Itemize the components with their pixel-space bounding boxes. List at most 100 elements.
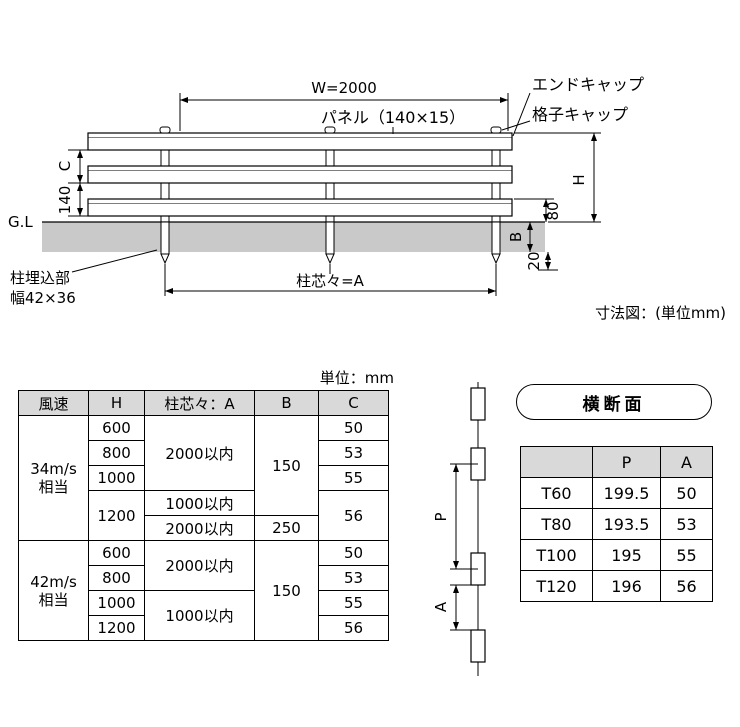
cs-cell-a-2: 55 xyxy=(660,539,713,571)
table-row: T80 193.5 53 xyxy=(520,508,713,540)
post-left xyxy=(159,126,171,265)
spec-header-b: B xyxy=(254,390,319,416)
wind-speed-34-cell: 34m/s 相当 xyxy=(18,415,89,541)
elevation-drawing: W=2000 パネル（140×15） エンドキャップ 格子キャップ H 80 B xyxy=(8,75,726,322)
cell-42-r3-a: 1000以内 xyxy=(144,590,255,641)
cell-34-r3-c: 55 xyxy=(318,465,389,491)
cs-cell-p-3: 196 xyxy=(592,570,661,602)
end-cap-leader xyxy=(512,92,531,137)
cell-34-r4-a: 1000以内 xyxy=(144,490,255,516)
cell-34-r5-a: 2000以内 xyxy=(144,515,255,541)
dim-140-label: 140 xyxy=(56,186,74,215)
cell-34-r2-c: 53 xyxy=(318,440,389,466)
cell-34-r1-h: 600 xyxy=(88,415,145,441)
cell-34-r1-a: 2000以内 xyxy=(144,415,255,491)
table-row: 1200 56 xyxy=(19,615,389,641)
spec-table: 風速 H 柱芯々：A B C 34m/s 相当 600 2000以内 150 5… xyxy=(18,390,389,641)
spec-header-c: C xyxy=(318,390,389,416)
ground-level-label: G.L xyxy=(8,213,33,231)
panel-edge-lines xyxy=(88,137,512,204)
cross-section-drawing: P A xyxy=(434,382,486,676)
table-row: 2000以内 250 xyxy=(19,515,389,541)
cell-34-r2-h: 800 xyxy=(88,440,145,466)
cs-cell-p-1: 193.5 xyxy=(592,508,661,540)
height-dimension xyxy=(514,132,601,223)
cs-cell-model-1: T80 xyxy=(520,508,593,540)
cell-42-r4-h: 1200 xyxy=(88,615,145,641)
post-middle xyxy=(324,126,336,265)
ground-band xyxy=(42,222,545,252)
section-dim-lines xyxy=(450,463,478,631)
left-dimensions xyxy=(68,149,90,217)
cell-34-r5-b: 250 xyxy=(254,515,319,541)
cs-cell-p-0: 199.5 xyxy=(592,477,661,509)
wind-42-line2: 相当 xyxy=(38,590,69,609)
cs-header-a: A xyxy=(660,446,713,478)
grid-cap-leader xyxy=(501,120,531,131)
cell-42-r1-a: 2000以内 xyxy=(144,540,255,591)
cross-section-table: P A T60 199.5 50 T80 193.5 53 T100 195 5… xyxy=(520,446,713,602)
cell-34-r1-c: 50 xyxy=(318,415,389,441)
unit-note: 単位：mm xyxy=(319,369,394,387)
table-row: T100 195 55 xyxy=(520,539,713,571)
cs-cell-a-1: 53 xyxy=(660,508,713,540)
cell-34-r3-h: 1000 xyxy=(88,465,145,491)
width-dim-label: W=2000 xyxy=(311,79,377,97)
wind-42-line1: 42m/s xyxy=(30,572,77,591)
table-row: T120 196 56 xyxy=(520,570,713,602)
spec-header-wind: 風速 xyxy=(18,390,89,416)
end-cap-label: エンドキャップ xyxy=(532,75,644,94)
cell-42-r1-c: 50 xyxy=(318,540,389,566)
post-pitch-label: 柱芯々=A xyxy=(296,272,365,290)
spec-header-row: 風速 H 柱芯々：A B C xyxy=(18,390,389,416)
section-dim-a-label: A xyxy=(434,601,450,612)
embed-label-line1: 柱埋込部 xyxy=(10,269,70,287)
cs-header-row: P A xyxy=(520,446,713,478)
cs-cell-model-2: T100 xyxy=(520,539,593,571)
drawing-caption: 寸法図：(単位mm) xyxy=(595,304,726,322)
cs-cell-a-3: 56 xyxy=(660,570,713,602)
table-row: 42m/s 相当 600 2000以内 150 50 xyxy=(18,540,389,641)
dim-80-lines xyxy=(514,198,554,222)
dim-c-label: C xyxy=(56,161,74,171)
embed-label-line2: 幅42×36 xyxy=(10,289,76,307)
spec-header-a: 柱芯々：A xyxy=(144,390,255,416)
cs-cell-p-2: 195 xyxy=(592,539,661,571)
cross-section-title: 横断面 xyxy=(516,384,712,420)
cs-cell-model-0: T60 xyxy=(520,477,593,509)
width-dimension xyxy=(179,93,509,131)
cell-34-r4-h: 1200 xyxy=(88,490,145,541)
wind-34-line2: 相当 xyxy=(38,478,69,496)
cs-cell-a-0: 50 xyxy=(660,477,713,509)
table-row: 1000 1000以内 55 xyxy=(19,590,389,641)
cell-42-r3-h: 1000 xyxy=(88,590,145,616)
table-row: T60 199.5 50 xyxy=(520,477,713,509)
table-row: 34m/s 相当 600 2000以内 150 50 xyxy=(18,415,389,541)
cell-42-r3-c: 55 xyxy=(318,590,389,616)
section-dim-p-label: P xyxy=(434,512,450,521)
embed-leader xyxy=(71,249,158,273)
wind-speed-42-cell: 42m/s 相当 xyxy=(18,540,89,641)
table-row: 800 53 xyxy=(19,440,389,466)
dim-20-lines xyxy=(538,252,558,271)
post-pitch-dimension xyxy=(164,264,497,296)
grid-cap-label: 格子キャップ xyxy=(532,105,628,124)
dim-20-label: 20 xyxy=(525,251,543,270)
cs-header-p: P xyxy=(592,446,661,478)
cell-42-r1-h: 600 xyxy=(88,540,145,566)
cell-42-r1-b: 150 xyxy=(254,540,319,641)
height-dim-label: H xyxy=(570,174,588,185)
wind-34-line1: 34m/s xyxy=(30,460,77,478)
cs-header-model xyxy=(520,446,593,478)
cs-cell-model-3: T120 xyxy=(520,570,593,602)
cell-42-r4-c: 56 xyxy=(318,615,389,641)
table-row: 1200 1000以内 56 xyxy=(19,490,389,541)
dim-b-label: B xyxy=(507,232,525,242)
cell-42-r2-c: 53 xyxy=(318,565,389,591)
cell-34-r4-c: 56 xyxy=(318,490,389,541)
dim-80-label: 80 xyxy=(544,201,562,220)
cell-42-r2-h: 800 xyxy=(88,565,145,591)
panel-label: パネル（140×15） xyxy=(321,108,465,127)
post-right xyxy=(490,126,502,265)
